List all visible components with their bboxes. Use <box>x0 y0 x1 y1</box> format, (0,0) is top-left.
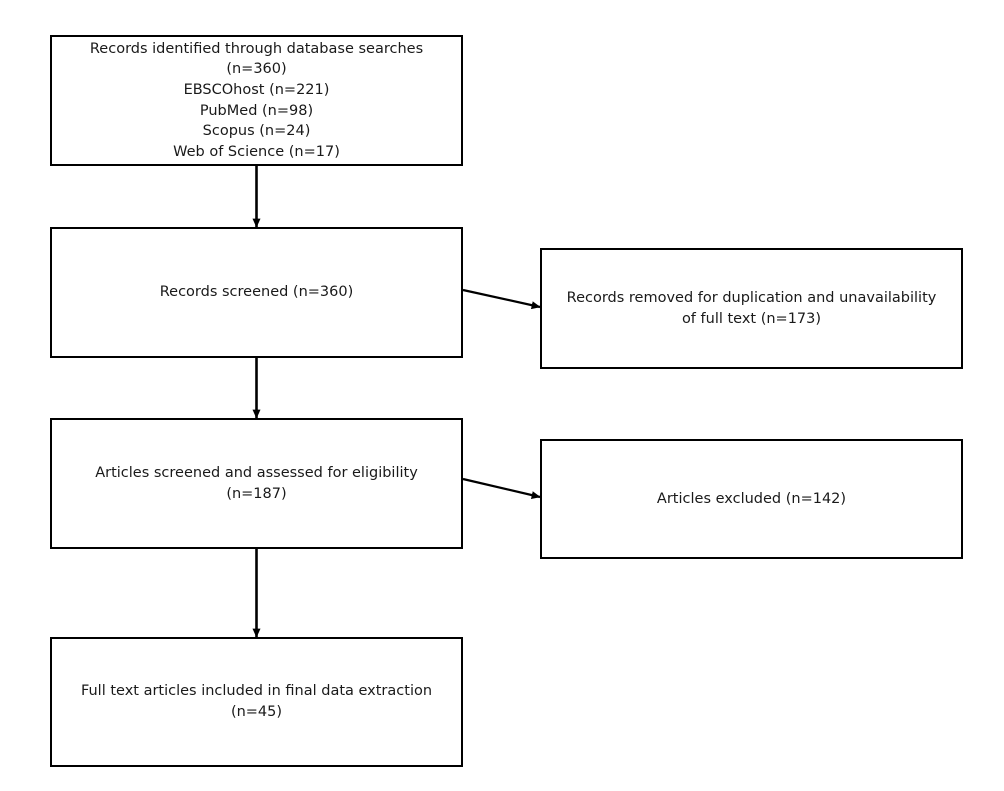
box-records-identified: Records identified through database sear… <box>50 35 463 166</box>
box-records-screened-text: Records screened (n=360) <box>159 284 354 301</box>
box-records-removed-text: Records removed for duplication and unav… <box>566 289 937 327</box>
box-articles-assessed-eligibility: Articles screened and assessed for eligi… <box>50 418 463 549</box>
box-articles-assessed-eligibility-text: Articles screened and assessed for eligi… <box>95 464 418 502</box>
box-articles-excluded: Articles excluded (n=142) <box>540 439 963 559</box>
box-articles-included: Full text articles included in final dat… <box>50 637 463 767</box>
box-articles-excluded-text: Articles excluded (n=142) <box>656 490 847 507</box>
arrow-eligibility-to-excluded <box>462 477 541 499</box>
box-records-identified-text: Records identified through database sear… <box>89 40 424 160</box>
box-records-screened: Records screened (n=360) <box>50 227 463 358</box>
box-records-removed: Records removed for duplication and unav… <box>540 248 963 369</box>
arrow-screened-to-removed <box>462 288 541 310</box>
box-articles-included-text: Full text articles included in final dat… <box>80 683 433 720</box>
